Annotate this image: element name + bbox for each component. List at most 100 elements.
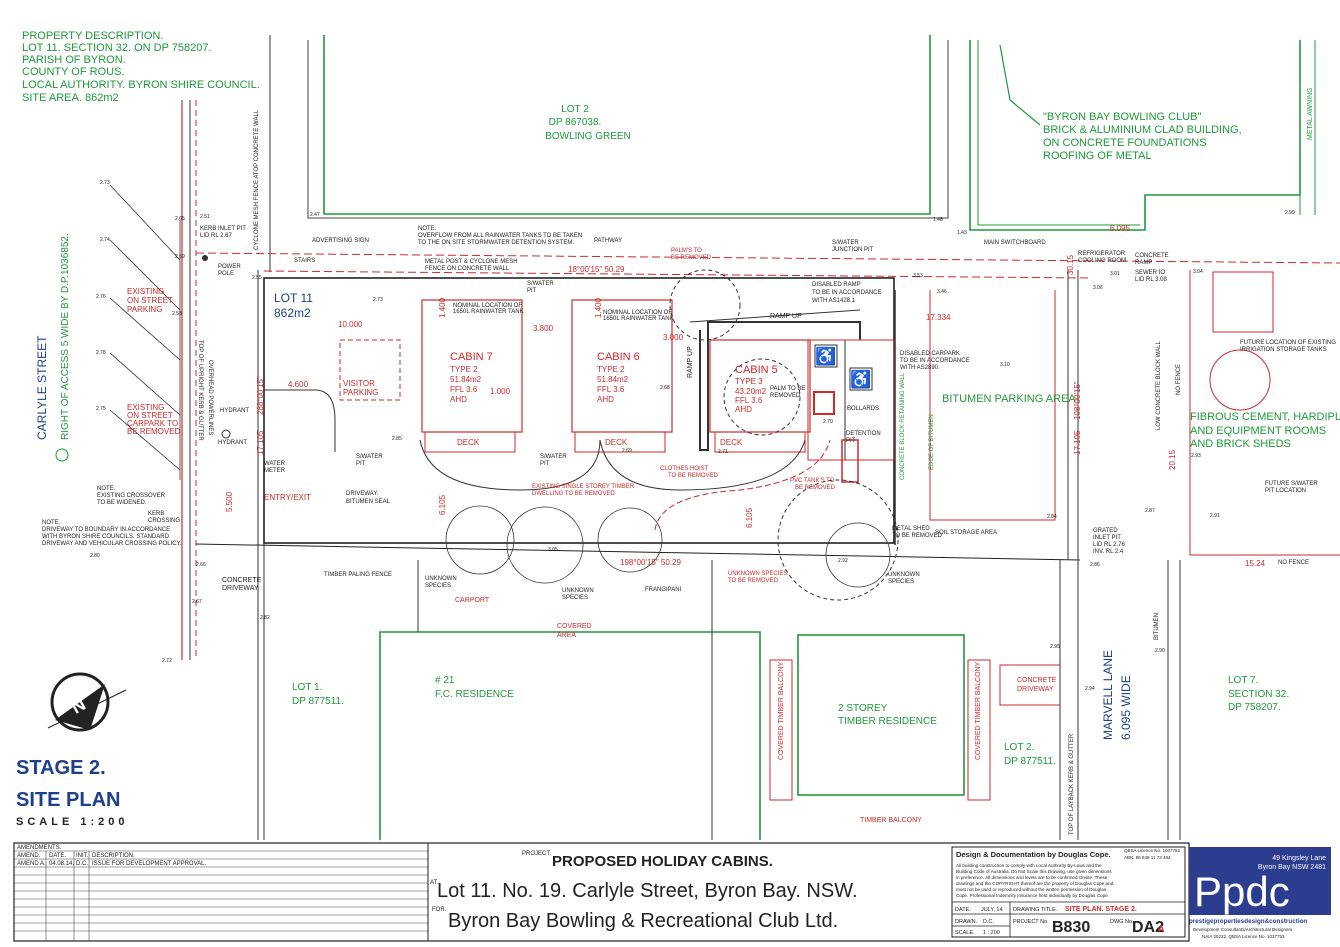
- bowling-green-label: BOWLING GREEN: [545, 131, 631, 142]
- main-switchboard-label: MAIN SWITCHBOARD: [984, 240, 1046, 246]
- covered-timber-balcony-label: COVERED TIMBER BALCONY: [778, 661, 785, 760]
- lot1-label: LOT 1.: [292, 682, 322, 693]
- level-marker: 2.80: [90, 553, 100, 559]
- accessible-parking-icon: [814, 344, 838, 368]
- sw-pit-label-2: PIT: [527, 288, 537, 294]
- hydrant-label-2: HYDRANT: [218, 440, 247, 446]
- legal-note: All building construction to comply with…: [956, 863, 1102, 868]
- amend-col: INIT.: [76, 853, 89, 859]
- level-marker: 3.53: [913, 273, 923, 279]
- pvc-tanks-label-2: BE REMOVED: [795, 485, 836, 491]
- future-sw-label-2: PIT LOCATION: [1265, 488, 1306, 494]
- ramp-up-label-side: RAMP UP: [687, 346, 694, 378]
- concrete-ramp-label: CONCRETE: [1135, 253, 1169, 259]
- cabin-7-name: CABIN 7: [450, 351, 493, 363]
- project-client: Byron Bay Bowling & Recreational Club Lt…: [448, 910, 838, 932]
- cabin-7-type: TYPE 2: [450, 365, 478, 374]
- level-marker: 2.99: [1285, 210, 1295, 216]
- dim-2015: 20.15: [1168, 449, 1177, 470]
- future-sw-label: FUTURE S/WATER: [1265, 481, 1318, 487]
- concrete-driveway-label-b: CONCRETE: [1017, 677, 1057, 684]
- fibrous-label-2: AND EQUIPMENT ROOMS: [1190, 425, 1326, 437]
- metal-post-fence-label-2: FENCE ON CONCRETE WALL: [425, 266, 510, 272]
- stage-title-line1: STAGE 2.: [16, 757, 106, 779]
- project-no: B830: [1052, 919, 1090, 936]
- refrigerator-room-label-2: COOLING ROOM: [1078, 258, 1126, 264]
- left-level-leaders: [109, 184, 181, 480]
- grated-pit-label: GRATED: [1093, 528, 1118, 534]
- disabled-carpark-note-3: WITH AS2890.: [900, 365, 940, 371]
- timber-residence-label-2: TIMBER RESIDENCE: [838, 716, 937, 727]
- legal-note: must not be used or reproduced without t…: [956, 887, 1107, 892]
- pvc-tanks-label: PVC TANK'S TO: [790, 478, 835, 484]
- overhead-power-label: OVERHEAD POWERLINES: [207, 360, 213, 435]
- bowling-club-name: "BYRON BAY BOWLING CLUB": [1043, 111, 1201, 123]
- stage-title-line2: SITE PLAN: [16, 789, 120, 811]
- concrete-ramp-label-2: RAMP: [1135, 260, 1152, 266]
- left-notes: NOTE. EXISTING CROSSOVER TO BE WIDENED. …: [42, 486, 182, 547]
- lot7-section: SECTION 32.: [1228, 689, 1289, 700]
- existing-dwelling-label-2: DWELLING TO BE REMOVED: [532, 491, 615, 497]
- power-pole-icon: [202, 255, 208, 261]
- lot2-bottom-dp: DP 877511.: [1004, 756, 1056, 767]
- driveway-note-3: WITH BYRON SHIRE COUNCILS. STANDARD: [42, 534, 170, 540]
- level-marker: 3.05: [548, 547, 558, 553]
- drawing-title-label: DRAWING TITLE.: [1013, 907, 1058, 913]
- carlyle-street-label: CARLYLE STREET: [35, 335, 49, 440]
- level-marker: 2.70: [823, 419, 833, 425]
- carlyle-street: CARLYLE STREET RIGHT OF ACCESS 5 WIDE BY…: [35, 35, 271, 840]
- level-marker: 2.86: [1090, 562, 1100, 568]
- detention-pit: [841, 439, 859, 483]
- sw-pit-label-b: S/WATER: [356, 454, 383, 460]
- level-markers: 2.73 2.74 2.76 2.78 2.75 2.65 2.59 2.51 …: [90, 180, 1295, 692]
- disabled-ramp-note-3: WITH AS1428.1: [812, 298, 856, 304]
- level-marker: 2.47: [310, 212, 320, 218]
- covered-timber-balcony-label-b: COVERED TIMBER BALCONY: [975, 661, 982, 760]
- grated-pit-label-2: INLET PIT: [1093, 535, 1121, 541]
- marvell-lane-width: 6.095 WIDE: [1119, 675, 1133, 740]
- scale-label: SCALE.: [955, 930, 975, 936]
- cabin-6: CABIN 6 TYPE 2 51.84m2 FFL 3.6 AHD DECK: [571, 299, 673, 453]
- bowling-club-line: ROOFING OF METAL: [1043, 150, 1152, 162]
- crossover-note-3: TO BE WIDENED.: [97, 500, 147, 506]
- level-marker: 2.65: [175, 216, 185, 222]
- level-marker: 2.73: [100, 180, 110, 186]
- property-description: PROPERTY DESCRIPTION. LOT 11. SECTION 32…: [22, 30, 260, 104]
- property-description-line: PARISH OF BYRON.: [22, 54, 126, 66]
- cabin-5-type: TYPE 3: [735, 377, 763, 386]
- disabled-ramp-note: DISABLED RAMP: [812, 282, 861, 288]
- fc-residence-number: # 21: [435, 675, 455, 686]
- nominal-tank-label-b-2: 1650L RAINWATER TANK: [603, 316, 674, 322]
- dim-3000: 3.000: [663, 333, 684, 342]
- drawing-title: SITE PLAN. STAGE 2.: [1065, 906, 1137, 913]
- unknown-species-label-b-2: SPECIES: [562, 595, 588, 601]
- unknown-species-label: UNKNOWN: [425, 576, 457, 582]
- logo-mark: Ppdc: [1194, 868, 1290, 915]
- kerb-crossing-label-2: CROSSING: [148, 518, 180, 524]
- level-marker: 1.43: [957, 230, 967, 236]
- disabled-ramp-note-2: TO BE IN ACCORDANCE: [812, 290, 882, 296]
- cabin-6-ffl: FFL 3.6: [597, 385, 625, 394]
- dim-6095: 6.095: [1110, 224, 1131, 233]
- grated-pit-label-4: INV. RL 2.4: [1093, 549, 1124, 555]
- unknown-species-label-b: UNKNOWN: [562, 588, 594, 594]
- level-marker: 2.75: [96, 406, 106, 412]
- lot2-dp: DP 867038.: [549, 117, 602, 128]
- bottom-lots: LOT 1. DP 877511. # 21 F.C. RESIDENCE 2 …: [222, 560, 1289, 840]
- level-marker: 2.67: [192, 599, 202, 605]
- visitor-parking-label: VISITOR: [343, 379, 375, 388]
- level-marker: 2.82: [260, 615, 270, 621]
- bitumen-parking: BITUMEN PARKING AREA CONCRETE BLOCK RETA…: [892, 270, 1079, 560]
- driveway-note: NOTE.: [42, 520, 61, 526]
- north-arrow: N: [47, 672, 127, 732]
- no-fence-label-side: NO FENCE: [1176, 364, 1182, 395]
- lot11-site: LOT 11 862m2 CABIN 7 TYPE 2 51.84m2 FFL …: [195, 224, 1340, 601]
- cabin-5-ahd: AHD: [735, 405, 752, 414]
- cabin-6-name: CABIN 6: [597, 351, 640, 363]
- lot7-label: LOT 7.: [1228, 675, 1258, 686]
- cabin-7-area: 51.84m2: [450, 375, 482, 384]
- future-location-label: FUTURE LOCATION OF EXISTING: [1240, 340, 1336, 346]
- scale-value: 1 : 200: [983, 930, 1000, 936]
- existing-parking-label-2: ON STREET: [127, 296, 173, 305]
- disabled-carpark-note-2: TO BE IN ACCORDANCE: [900, 358, 970, 364]
